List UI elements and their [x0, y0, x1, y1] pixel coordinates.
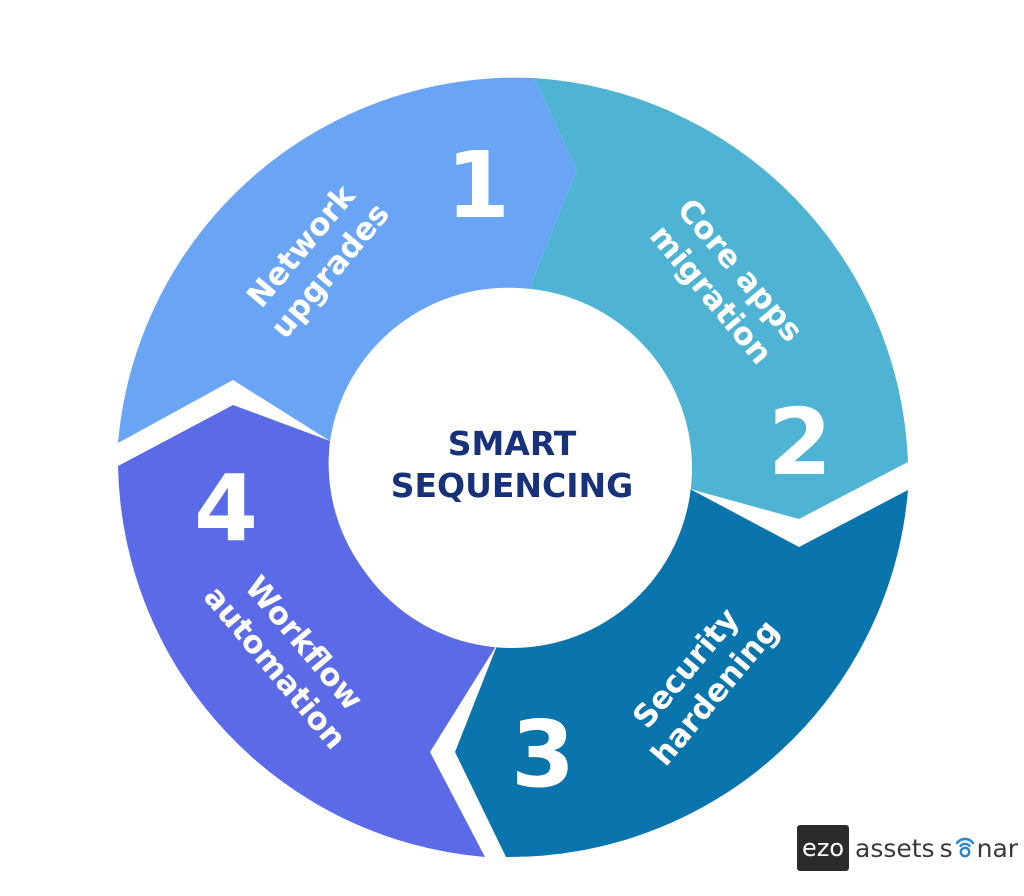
sonar-wave-icon [955, 837, 974, 858]
logo-word-assets: assets [855, 833, 935, 863]
center-title-line1: SMART [448, 424, 577, 463]
center-circle [332, 288, 692, 648]
segment-2-number: 2 [768, 389, 832, 496]
ezo-assetsonar-logo: ezo assets s nar [797, 824, 1018, 872]
logo-letter-s: s [939, 833, 953, 863]
logo-box: ezo [797, 825, 849, 871]
segment-4-shape [118, 405, 498, 857]
segment-3-shape [455, 489, 908, 858]
logo-box-text: ezo [801, 834, 845, 862]
segment-1-shape [118, 77, 577, 443]
center-title-line2: SEQUENCING [391, 466, 634, 505]
logo-word-nar: nar [976, 833, 1019, 863]
segment-4-number: 4 [194, 455, 258, 562]
segment-1-number: 1 [446, 132, 510, 239]
segment-3-number: 3 [511, 701, 575, 808]
segment-2-shape [529, 78, 908, 519]
logo-wordmark: assets s nar [855, 834, 1018, 863]
